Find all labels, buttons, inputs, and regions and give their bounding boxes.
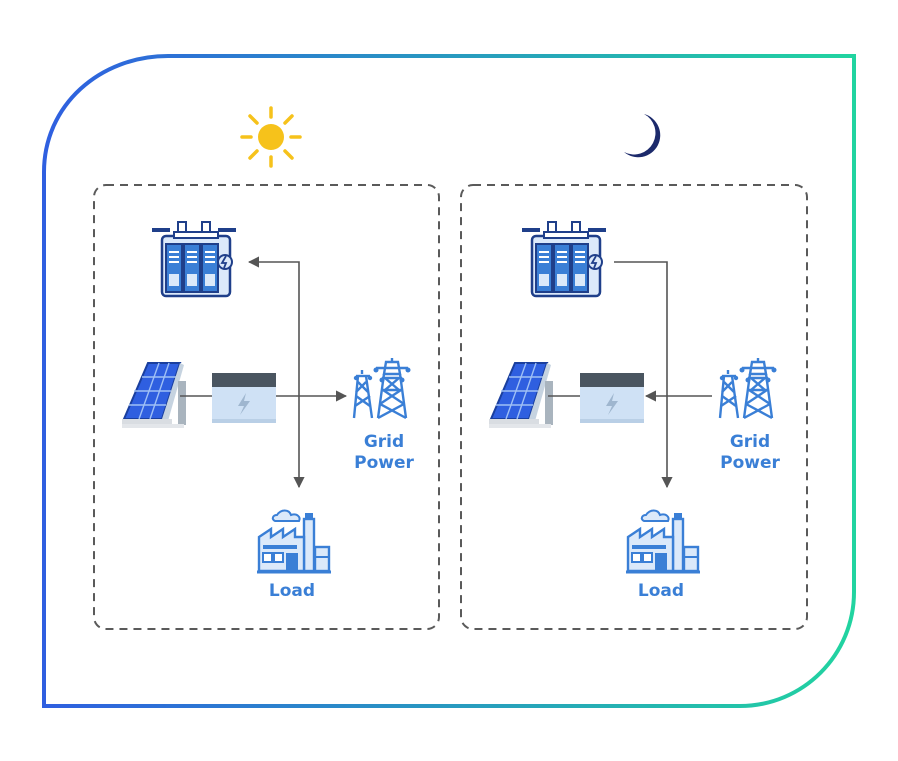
grid-power-label-line1: Grid — [730, 432, 770, 452]
transmission-tower-icon — [718, 356, 778, 420]
day-panel: Grid Power Load — [93, 184, 440, 630]
sun-icon — [240, 106, 302, 168]
power-converter-icon — [150, 220, 238, 298]
outer-frame — [42, 54, 856, 708]
battery-icon — [212, 373, 276, 423]
load-label: Load — [638, 581, 684, 601]
solar-panel-icon — [488, 362, 554, 429]
power-converter-icon — [520, 220, 608, 298]
transmission-tower-icon — [352, 356, 412, 420]
load-label: Load — [269, 581, 315, 601]
grid-power-label-line1: Grid — [364, 432, 404, 452]
night-panel: Grid Power Load — [460, 184, 808, 630]
factory-icon — [255, 509, 333, 574]
factory-icon — [624, 509, 702, 574]
night-arrows — [548, 261, 712, 489]
battery-icon — [580, 373, 644, 423]
grid-power-label-line2: Power — [354, 453, 414, 473]
day-arrows — [180, 256, 348, 489]
grid-power-label-line2: Power — [720, 453, 780, 473]
solar-panel-icon — [121, 362, 187, 429]
moon-icon — [624, 114, 661, 158]
night-panel-border — [460, 184, 808, 630]
day-panel-border — [93, 184, 440, 630]
